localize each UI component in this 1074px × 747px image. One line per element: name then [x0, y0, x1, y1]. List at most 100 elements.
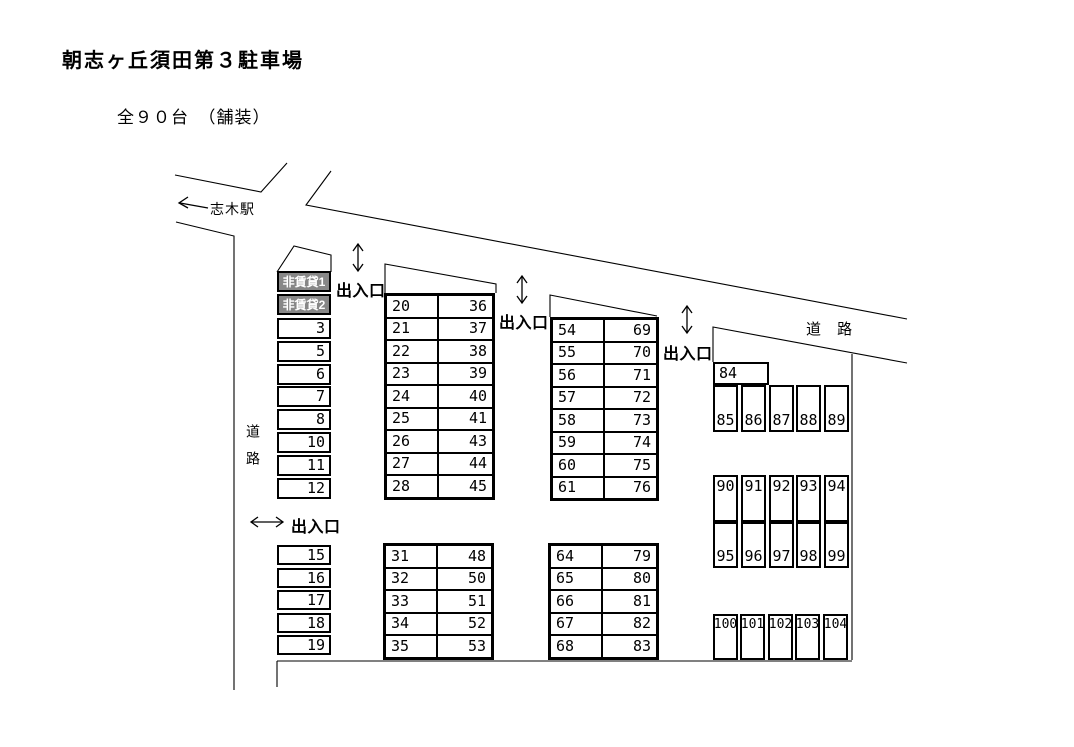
- parking-space-84: 84: [713, 362, 769, 385]
- parking-space-20: 20: [387, 296, 437, 317]
- entrance-label-1: 出入口: [336, 283, 386, 300]
- parking-space-56: 56: [553, 365, 603, 386]
- parking-space-8: 8: [277, 409, 331, 430]
- parking-space-24: 24: [387, 386, 437, 407]
- parking-space-94: 94: [824, 475, 849, 522]
- reserved-space-非賃貸1: 非賃貸1: [277, 271, 331, 292]
- station-arrow: [179, 202, 209, 209]
- parking-space-48: 48: [438, 546, 491, 567]
- parking-space-85: 85: [713, 385, 738, 432]
- main-road-edge: [305, 170, 908, 320]
- parking-space-82: 82: [603, 613, 656, 634]
- page-title: 朝志ヶ丘須田第３駐車場: [62, 50, 304, 72]
- road-label-right: 道 路: [806, 321, 859, 338]
- entrance-arrow-2-head-top: [516, 274, 528, 284]
- parking-space-45: 45: [439, 476, 492, 497]
- parking-space-64: 64: [551, 546, 601, 567]
- parking-space-99: 99: [824, 522, 849, 568]
- parking-space-86: 86: [741, 385, 766, 432]
- road-label-left: 道路: [245, 424, 261, 478]
- parking-space-100: 100: [713, 614, 738, 660]
- parking-space-98: 98: [796, 522, 821, 568]
- parking-space-33: 33: [386, 591, 436, 612]
- parking-space-72: 72: [605, 387, 656, 408]
- parking-space-83: 83: [603, 636, 656, 657]
- parking-space-104: 104: [823, 614, 848, 660]
- parking-space-37: 37: [439, 318, 492, 339]
- parking-space-68: 68: [551, 636, 601, 657]
- parking-space-90: 90: [713, 475, 738, 522]
- road-edge-left: [175, 221, 235, 690]
- parking-space-40: 40: [439, 386, 492, 407]
- parking-space-55: 55: [553, 342, 603, 363]
- parking-space-95: 95: [713, 522, 738, 568]
- parking-space-96: 96: [741, 522, 766, 568]
- parking-space-43: 43: [439, 431, 492, 452]
- left-column-cap: [276, 245, 332, 273]
- parking-space-16: 16: [277, 568, 331, 588]
- parking-space-38: 38: [439, 341, 492, 362]
- parking-space-71: 71: [605, 365, 656, 386]
- parking-space-69: 69: [605, 320, 656, 341]
- parking-space-92: 92: [769, 475, 794, 522]
- parking-space-58: 58: [553, 410, 603, 431]
- parking-space-101: 101: [740, 614, 765, 660]
- parking-space-89: 89: [824, 385, 849, 432]
- parking-space-59: 59: [553, 432, 603, 453]
- entrance-arrow-3-head-top: [681, 304, 693, 314]
- parking-space-75: 75: [605, 455, 656, 476]
- block1-cap: [384, 263, 497, 293]
- parking-space-35: 35: [386, 636, 436, 657]
- parking-space-57: 57: [553, 387, 603, 408]
- parking-space-81: 81: [603, 591, 656, 612]
- parking-space-97: 97: [769, 522, 794, 568]
- parking-space-34: 34: [386, 613, 436, 634]
- parking-space-23: 23: [387, 363, 437, 384]
- parking-space-44: 44: [439, 453, 492, 474]
- parking-space-91: 91: [741, 475, 766, 522]
- parking-space-17: 17: [277, 590, 331, 610]
- entrance-label-3: 出入口: [663, 346, 713, 363]
- parking-space-31: 31: [386, 546, 436, 567]
- parking-space-61: 61: [553, 477, 603, 498]
- entrance-arrow-2-head-bottom: [516, 295, 528, 305]
- parking-space-39: 39: [439, 363, 492, 384]
- reserved-space-非賃貸2: 非賃貸2: [277, 294, 331, 315]
- parking-space-66: 66: [551, 591, 601, 612]
- parking-space-3: 3: [277, 318, 331, 339]
- parking-space-74: 74: [605, 432, 656, 453]
- parking-space-80: 80: [603, 568, 656, 589]
- parking-space-93: 93: [796, 475, 821, 522]
- parking-space-65: 65: [551, 568, 601, 589]
- parking-space-53: 53: [438, 636, 491, 657]
- parking-space-52: 52: [438, 613, 491, 634]
- block2-cap: [549, 294, 658, 317]
- entrance-arrow-4-head-right: [275, 516, 285, 528]
- parking-space-12: 12: [277, 478, 331, 499]
- entrance-arrow-3-head-bottom: [681, 325, 693, 335]
- parking-space-60: 60: [553, 455, 603, 476]
- parking-space-11: 11: [277, 455, 331, 476]
- parking-space-15: 15: [277, 545, 331, 565]
- entrance-arrow-4-head-left: [249, 516, 259, 528]
- capacity-note: 全９０台 （舗装）: [117, 108, 271, 127]
- right-lot-roof: [712, 326, 908, 364]
- parking-space-54: 54: [553, 320, 603, 341]
- station-arrow-head: [177, 196, 189, 209]
- parking-space-41: 41: [439, 408, 492, 429]
- parking-space-18: 18: [277, 613, 331, 633]
- parking-space-25: 25: [387, 408, 437, 429]
- road-corner-upper: [174, 162, 288, 193]
- parking-space-88: 88: [796, 385, 821, 432]
- parking-space-79: 79: [603, 546, 656, 567]
- entrance-arrow-1-head-bottom: [352, 263, 364, 273]
- parking-space-36: 36: [439, 296, 492, 317]
- parking-space-50: 50: [438, 568, 491, 589]
- parking-space-6: 6: [277, 364, 331, 385]
- parking-space-76: 76: [605, 477, 656, 498]
